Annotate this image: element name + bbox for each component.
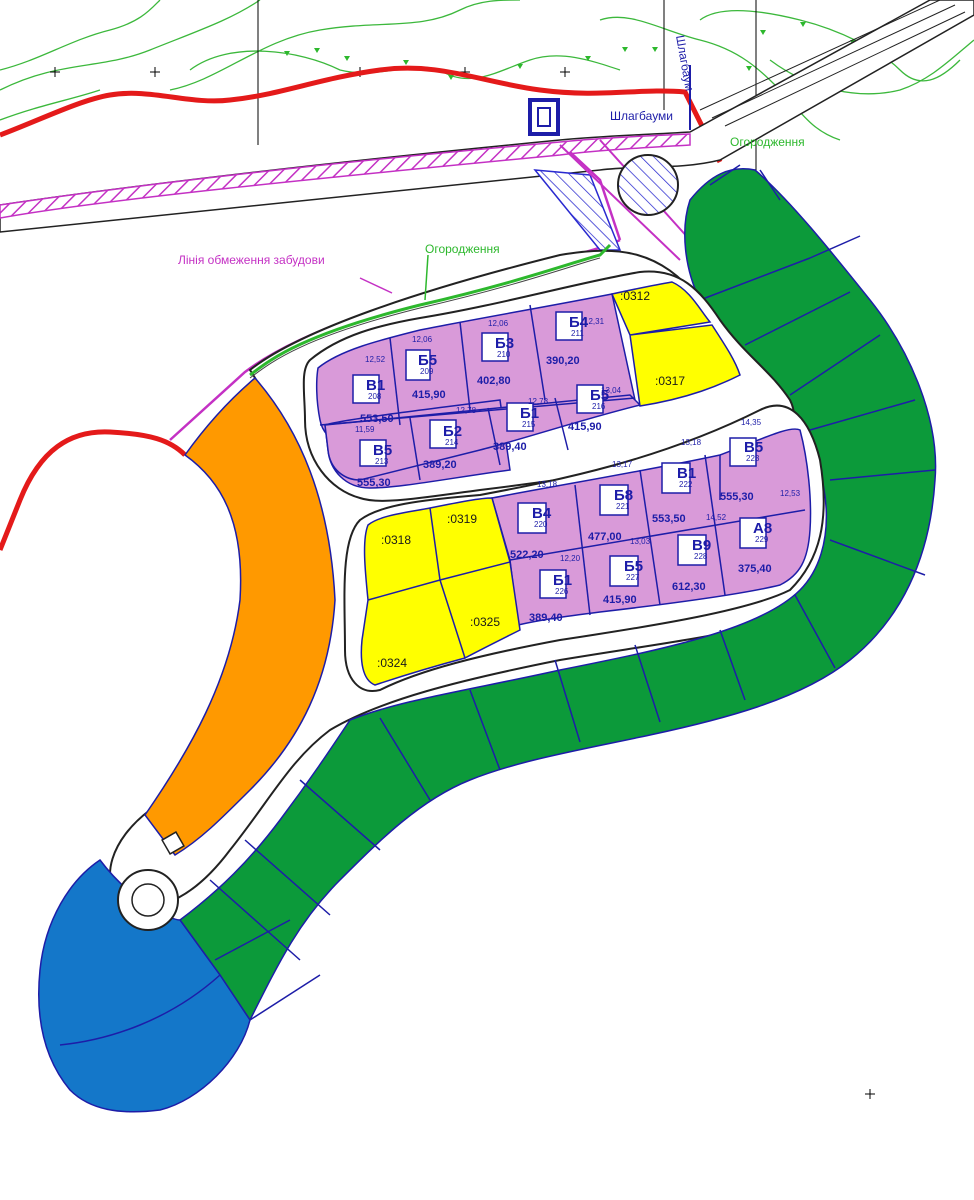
- upper-yellow-plots: [610, 281, 741, 407]
- green-zone-lot-lines: [209, 164, 936, 1021]
- plot-frontage-label: 13,03: [630, 537, 651, 546]
- building-footprints: [352, 311, 767, 599]
- lower-yellow-plots: [360, 497, 521, 686]
- plot-area-label: 477,00: [588, 531, 622, 543]
- blue-zone: [38, 858, 251, 1113]
- plot-number-label: 221: [616, 502, 630, 511]
- guard-building-core: [537, 107, 551, 127]
- yellow-plot-code: :0317: [655, 374, 685, 388]
- plot-frontage-label: 13,04: [601, 386, 622, 395]
- plot-type-label: В5: [373, 442, 392, 459]
- plot-type-label: В9: [692, 537, 711, 554]
- plot-frontage-label: 12,20: [560, 554, 581, 563]
- upper-pink-lower-row: [324, 394, 642, 481]
- plot-area-label: 553,50: [360, 413, 394, 425]
- plot-number-label: 214: [445, 438, 459, 447]
- south-structure: [161, 831, 185, 855]
- property-boundary-red-west: [0, 429, 187, 551]
- plot-frontage-label: 14,52: [706, 513, 727, 522]
- plot-area-label: 389,20: [423, 459, 457, 471]
- plot-type-label: Б5: [590, 387, 609, 404]
- plot-number-label: 208: [368, 392, 382, 401]
- plot-frontage-label: 13,18: [537, 480, 558, 489]
- plot-frontage-label: 12,78: [528, 397, 549, 406]
- fence-top-label: Огородження: [730, 135, 805, 149]
- plot-number-label: 220: [534, 520, 548, 529]
- plot-area-label: 415,90: [412, 389, 446, 401]
- building-restriction-label: Лінія обмеження забудови: [178, 253, 325, 267]
- plot-area-label: 389,40: [493, 441, 527, 453]
- property-boundary-red: [0, 65, 723, 164]
- plot-frontage-label: 12,06: [488, 319, 509, 328]
- plot-type-label: В5: [744, 439, 763, 456]
- plot-type-label: В1: [677, 465, 696, 482]
- plot-number-label: 229: [755, 535, 769, 544]
- plot-area-label: 555,30: [357, 477, 391, 489]
- entrance-road-lanes: [699, 0, 966, 127]
- plot-area-label: 612,30: [672, 581, 706, 593]
- yellow-plot-code: :0325: [470, 615, 500, 629]
- plot-number-label: 213: [375, 457, 389, 466]
- plot-number-label: 227: [626, 573, 640, 582]
- fence-leader: [424, 254, 429, 301]
- plot-type-label: Б3: [495, 335, 514, 352]
- plot-area-label: 375,40: [738, 563, 772, 575]
- barriers-label: Шлагбауми: [610, 109, 673, 123]
- plot-number-label: 211: [571, 329, 584, 338]
- plot-frontage-label: 12,52: [365, 355, 386, 364]
- plot-frontage-label: 12,78: [456, 406, 477, 415]
- plot-area-label: 553,50: [652, 513, 686, 525]
- plot-frontage-label: 12,06: [412, 335, 433, 344]
- plot-area-label: 555,30: [720, 491, 754, 503]
- plot-type-label: Б2: [443, 423, 462, 440]
- plot-type-label: В1: [366, 377, 385, 394]
- plot-number-label: 216: [592, 402, 606, 411]
- yellow-plot-code: :0319: [447, 512, 477, 526]
- plot-type-label: Б1: [553, 572, 572, 589]
- plot-type-label: Б5: [624, 558, 643, 575]
- fence-line: [249, 243, 612, 377]
- yellow-plot-code: :0312: [620, 289, 650, 303]
- plot-type-label: А8: [753, 520, 772, 537]
- plot-area-label: 389,40: [529, 612, 563, 624]
- plot-area-label: 390,20: [546, 355, 580, 367]
- plot-frontage-label: 11,59: [355, 425, 375, 434]
- plot-number-label: 228: [694, 552, 708, 561]
- cul-de-sac-island: [131, 883, 165, 917]
- plot-frontage-label: 13,18: [681, 438, 702, 447]
- plot-number-label: 222: [679, 480, 693, 489]
- plot-type-label: Б8: [614, 487, 633, 504]
- blue-zone-lot-lines: [59, 974, 221, 1046]
- guard-building: [528, 98, 560, 136]
- plot-area-label: 415,90: [568, 421, 602, 433]
- plot-area-label: 402,80: [477, 375, 511, 387]
- plot-frontage-label: 13,17: [612, 460, 633, 469]
- plot-type-label: Б1: [520, 405, 539, 422]
- fence-label: Огородження: [425, 242, 500, 256]
- fence-line-inner: [249, 257, 601, 379]
- restriction-leader: [359, 277, 393, 294]
- plot-frontage-label: 12,31: [584, 317, 605, 326]
- orange-zone: [144, 376, 336, 856]
- plot-area-label: 522,20: [510, 549, 544, 561]
- plot-type-label: Б5: [418, 352, 437, 369]
- plot-frontage-label: 12,53: [780, 489, 801, 498]
- yellow-plot-code: :0318: [381, 533, 411, 547]
- entrance-parking-hatch: [533, 169, 622, 251]
- plot-number-label: 210: [497, 350, 511, 359]
- plot-frontage-label: 14,35: [741, 418, 762, 427]
- entrance-roundabout: [617, 154, 679, 216]
- plot-number-label: 226: [555, 587, 569, 596]
- building-restriction-hatch: [0, 133, 691, 219]
- green-zone-east: [178, 168, 937, 1022]
- plot-area-label: 415,90: [603, 594, 637, 606]
- plot-type-label: Б4: [569, 314, 589, 331]
- plot-number-label: 209: [420, 367, 434, 376]
- plot-number-label: 215: [522, 420, 536, 429]
- yellow-plot-code: :0324: [377, 656, 407, 670]
- plot-number-label: 223: [746, 454, 760, 463]
- plot-type-label: В4: [532, 505, 552, 522]
